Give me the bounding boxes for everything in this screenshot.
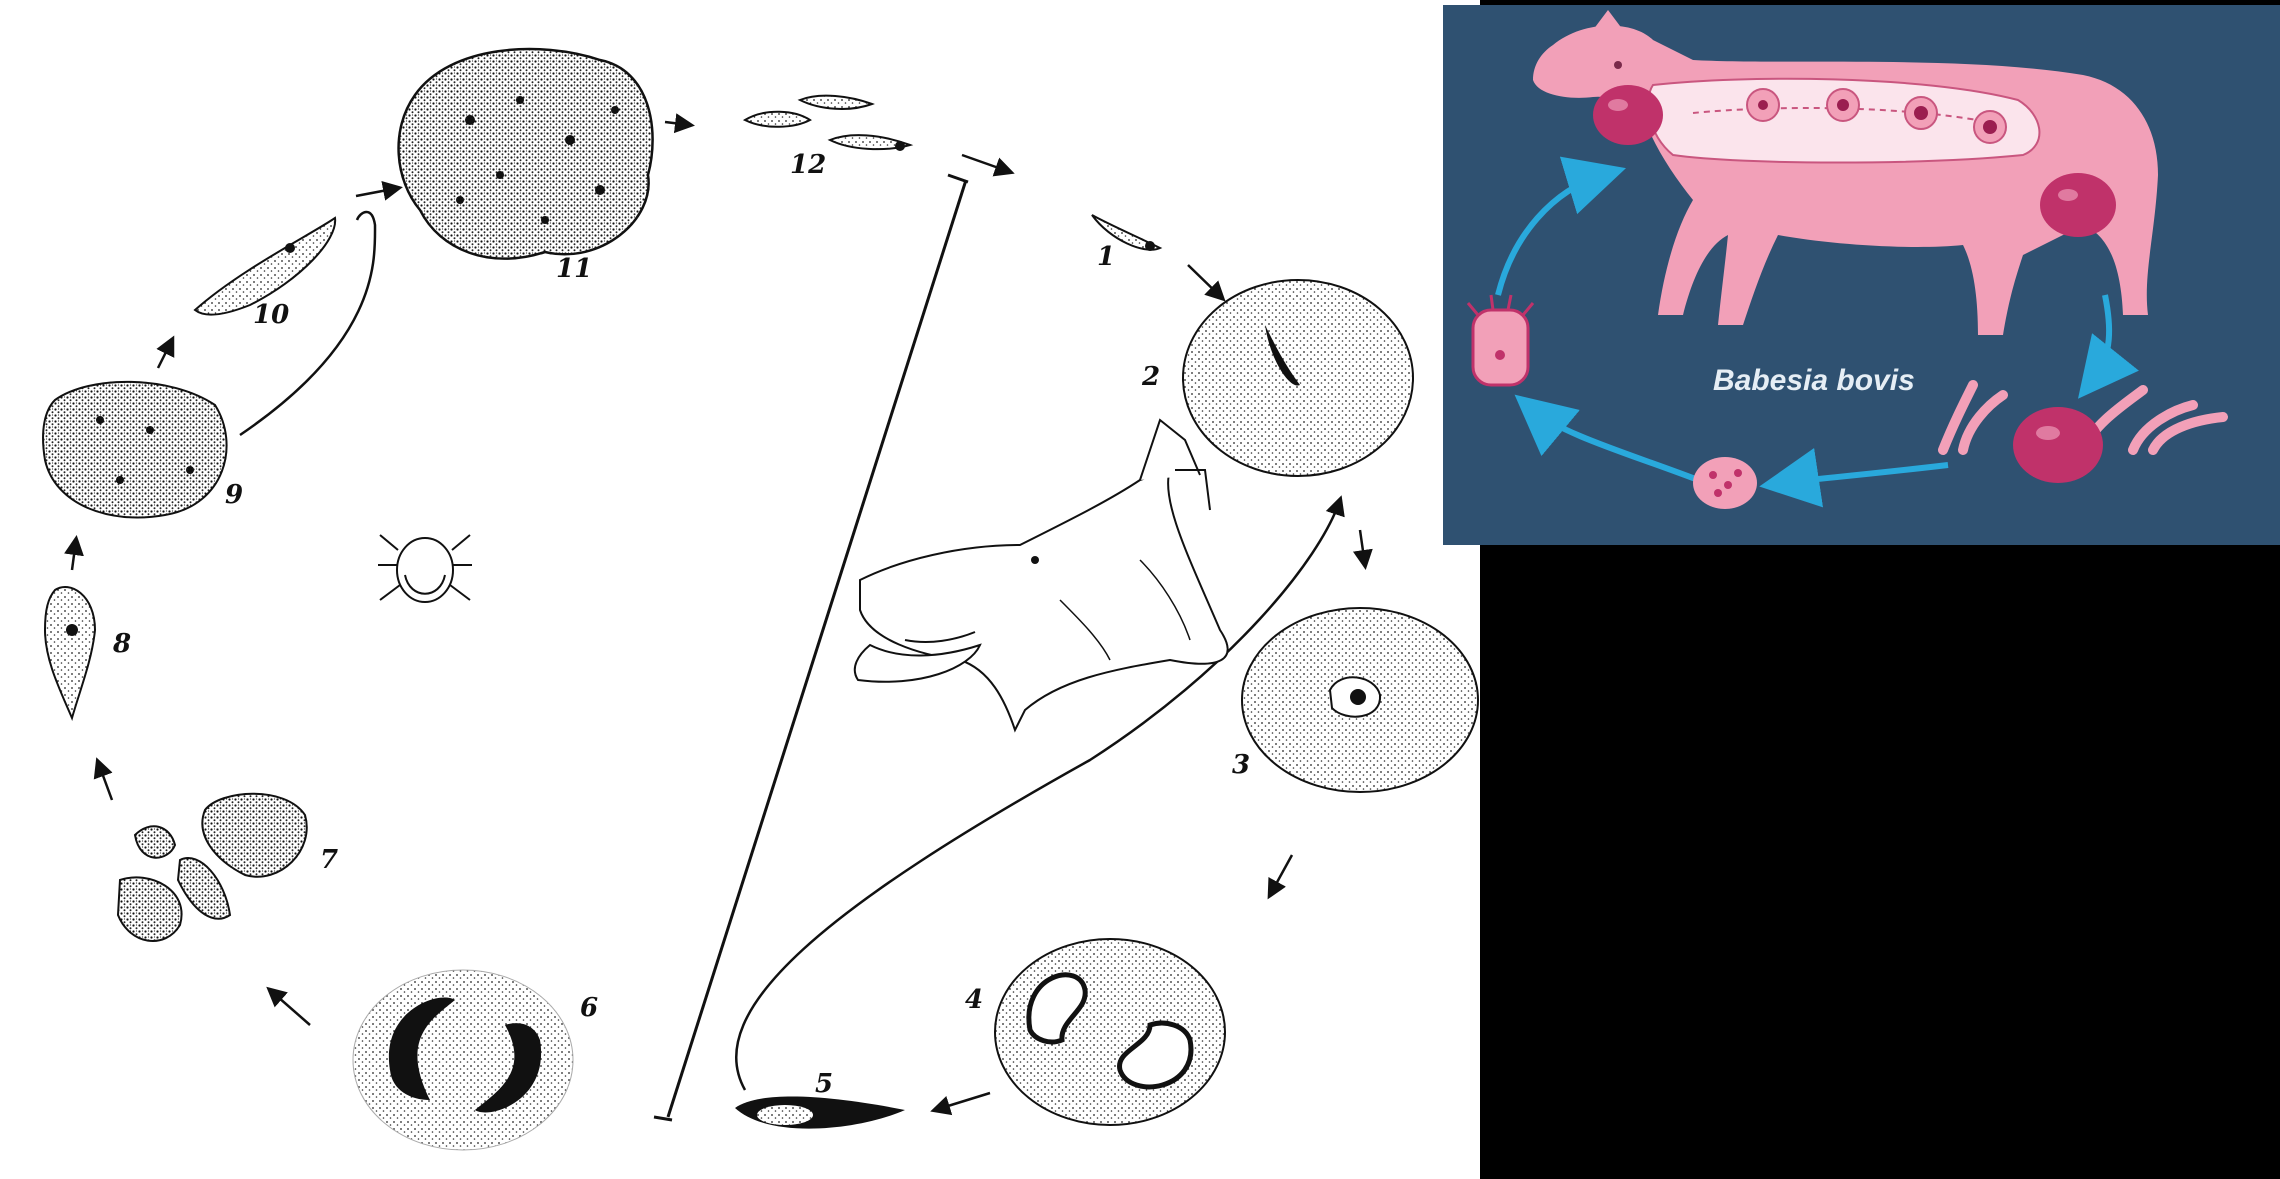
stage-12-sporozoites [745, 96, 910, 151]
arrow-10-11 [356, 188, 398, 196]
tick-on-grass-icon [1943, 385, 2223, 483]
arrow-1-2 [1188, 265, 1222, 298]
arrow-to-eggs [1783, 465, 1948, 483]
stage-label-3: 3 [1232, 750, 1250, 780]
arrow-7-8 [98, 762, 112, 800]
babesia-bovis-panel: Babesia bovis [1443, 5, 2280, 545]
arrow-12-1 [962, 155, 1010, 172]
tick-larva-icon [1468, 295, 1533, 385]
stage-7-fragments [118, 794, 307, 941]
stage-label-11: 11 [556, 254, 592, 284]
arrow-6-7 [270, 990, 310, 1025]
arrow-to-larva [1533, 410, 1698, 480]
stage-11-oocyst [399, 49, 653, 259]
babesia-svg: Babesia bovis [1443, 5, 2280, 545]
cow-icon [1533, 10, 2158, 335]
stage-8-vermicule [45, 587, 95, 718]
stage-2-erythrocyte [1183, 280, 1413, 476]
tick-egg-icon [1693, 457, 1757, 509]
arrow-2-3 [1360, 530, 1365, 565]
stage-label-1: 1 [1097, 242, 1115, 272]
tick-icon [378, 535, 472, 602]
lifecycle-svg: 1 2 3 4 5 6 7 8 9 10 11 12 [0, 0, 1480, 1179]
species-name: Babesia bovis [1713, 364, 1915, 397]
stage-4-erythrocyte [995, 939, 1225, 1125]
arrow-3-4 [1270, 855, 1292, 895]
stage-label-4: 4 [965, 985, 983, 1015]
stage-label-9: 9 [225, 480, 243, 510]
stage-label-2: 2 [1141, 362, 1160, 392]
line-end-tick [948, 175, 968, 182]
stage-5-merozoite [735, 1096, 905, 1128]
arrow-to-cow [1498, 175, 1603, 295]
arrow-9-10 [158, 340, 172, 368]
stage-9-sporokinete [43, 382, 227, 518]
arrow-8-9 [72, 540, 76, 570]
arrow-11-12 [665, 122, 690, 125]
line-start-tick [654, 1117, 672, 1120]
stage-label-7: 7 [320, 845, 338, 875]
stage-label-12: 12 [790, 150, 826, 180]
stage-3-erythrocyte [1242, 608, 1478, 792]
stage-6-erythrocyte [353, 970, 573, 1150]
stage-label-6: 6 [580, 993, 598, 1023]
arrow-4-5 [935, 1093, 990, 1110]
stage-label-5: 5 [815, 1069, 833, 1099]
dog-head-icon [855, 420, 1228, 730]
arrow-cow-to-ground [2093, 295, 2109, 380]
stage-label-8: 8 [112, 629, 131, 659]
stage-label-10: 10 [253, 300, 289, 330]
lifecycle-diagram: 1 2 3 4 5 6 7 8 9 10 11 12 [0, 0, 1480, 1179]
